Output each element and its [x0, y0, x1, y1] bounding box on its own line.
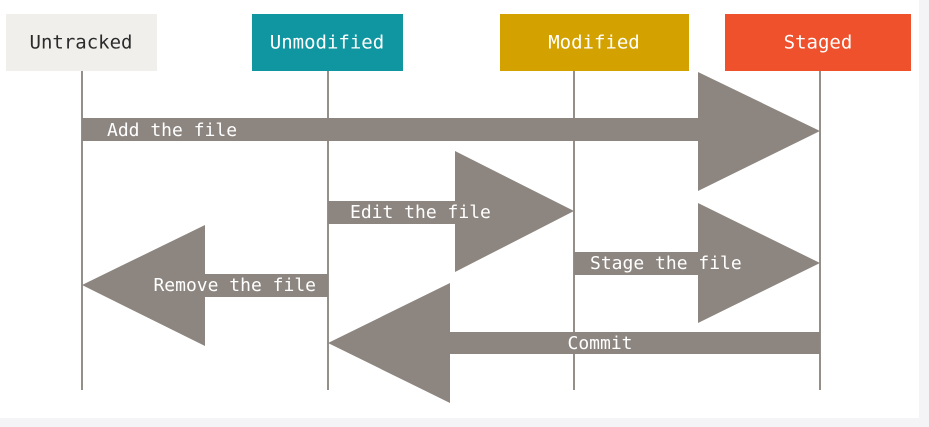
state-box-modified: [500, 14, 689, 71]
arrow-edit-the-file: [328, 151, 574, 272]
arrow-label-add-the-file: Add the file: [107, 120, 237, 141]
state-label-unmodified: Unmodified: [270, 32, 384, 54]
state-untracked: Untracked: [6, 14, 157, 71]
state-box-unmodified: [252, 14, 403, 71]
state-box-staged: [725, 14, 911, 71]
transition-commit: Commit: [328, 283, 820, 403]
state-label-staged: Staged: [784, 32, 853, 54]
arrow-label-commit: Commit: [567, 333, 632, 354]
transition-edit-the-file: Edit the file: [328, 151, 574, 272]
arrow-add-the-file: [82, 72, 820, 191]
arrow-commit: [328, 283, 820, 403]
state-label-untracked: Untracked: [30, 32, 133, 54]
arrow-label-stage-the-file: Stage the file: [590, 253, 742, 274]
arrow-remove-the-file: [82, 225, 328, 346]
arrow-stage-the-file: [574, 203, 820, 323]
transition-stage-the-file: Stage the file: [574, 203, 820, 323]
state-modified: Modified: [500, 14, 689, 71]
arrow-label-remove-the-file: Remove the file: [153, 275, 316, 296]
state-box-untracked: [6, 14, 157, 71]
state-unmodified: Unmodified: [252, 14, 403, 71]
state-staged: Staged: [725, 14, 911, 71]
transition-add-the-file: Add the file: [82, 72, 820, 191]
state-label-modified: Modified: [548, 32, 640, 54]
transition-remove-the-file: Remove the file: [82, 225, 328, 346]
arrow-label-edit-the-file: Edit the file: [350, 202, 491, 223]
